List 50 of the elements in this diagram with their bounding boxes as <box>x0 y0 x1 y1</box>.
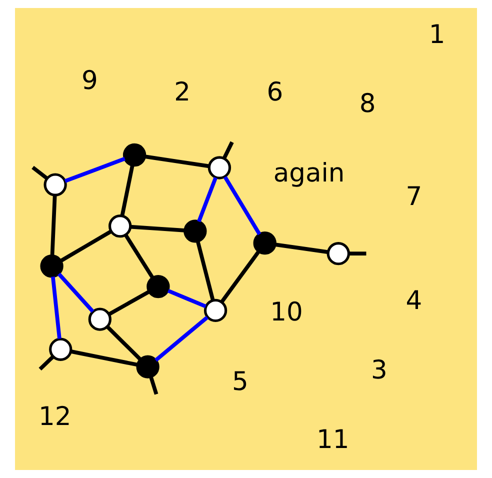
connector <box>70 350 138 367</box>
node-circle <box>122 143 146 167</box>
connector <box>64 156 126 183</box>
node-circle <box>208 156 232 180</box>
node-circle <box>88 308 112 331</box>
node-circle <box>40 254 64 278</box>
connector <box>124 234 154 279</box>
connector <box>154 316 208 362</box>
label: 5 <box>232 367 248 398</box>
label: 11 <box>316 425 350 456</box>
connector <box>274 242 328 254</box>
connector <box>167 288 206 308</box>
connector <box>223 176 262 236</box>
node-circle <box>44 173 67 196</box>
label: 7 <box>406 182 422 212</box>
label: 4 <box>406 286 422 316</box>
connector <box>108 290 150 316</box>
label: again <box>273 158 345 189</box>
node-circle <box>184 220 207 243</box>
connector <box>220 250 260 303</box>
node-circle <box>146 275 170 298</box>
connector <box>120 165 134 216</box>
label: 6 <box>266 78 284 108</box>
connector <box>57 272 94 313</box>
connector <box>60 230 112 262</box>
connector <box>197 176 218 222</box>
label: 9 <box>81 66 98 96</box>
node-circle <box>108 214 132 238</box>
label: 3 <box>371 356 388 386</box>
connector <box>348 252 366 256</box>
node-circle <box>326 242 350 266</box>
connector <box>196 240 215 301</box>
connector <box>106 325 142 360</box>
label: 10 <box>270 298 303 328</box>
label: 12 <box>38 402 72 432</box>
connector <box>144 154 210 168</box>
connector <box>50 195 57 256</box>
connector <box>130 224 185 232</box>
label: 8 <box>359 89 376 120</box>
node-circle <box>204 298 228 322</box>
connector <box>222 141 234 159</box>
connector <box>32 166 48 180</box>
node-circle <box>136 355 160 378</box>
node-circle <box>49 338 72 361</box>
node-circle <box>253 232 276 255</box>
label: 1 <box>428 20 446 50</box>
label: 2 <box>174 78 190 108</box>
connector <box>149 376 158 395</box>
connector <box>38 355 54 371</box>
connector <box>51 276 62 339</box>
